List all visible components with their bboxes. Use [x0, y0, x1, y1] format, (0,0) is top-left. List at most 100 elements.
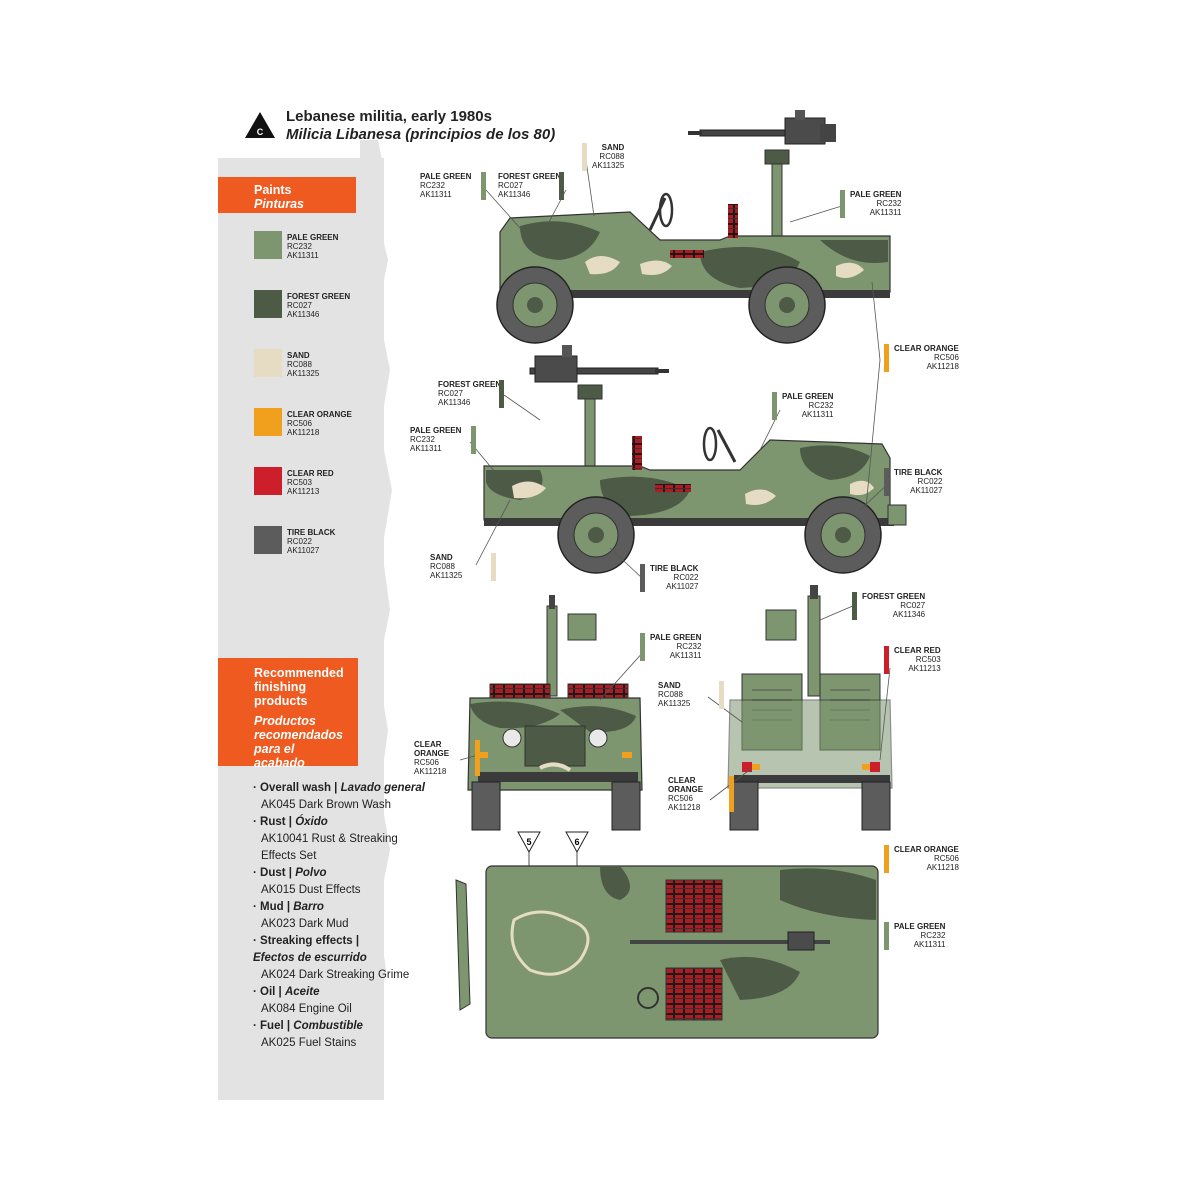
recommended-heading: Recommended finishing products Productos…: [218, 658, 358, 770]
callout-color-bar: [884, 468, 889, 496]
paints-heading-en: Paints: [254, 183, 292, 197]
callout-color-bar: [884, 845, 889, 873]
svg-text:5: 5: [526, 837, 531, 847]
callout-color-bar: [640, 633, 645, 661]
rec-heading-line: Recommended: [254, 666, 344, 680]
rec-item-title: · Oil | Aceite: [253, 986, 320, 998]
paints-heading-es: Pinturas: [254, 197, 305, 211]
scheme-marker-icon: C: [245, 112, 275, 138]
rec-heading-es-line: Productos: [254, 714, 316, 728]
rec-item-title: · Rust | Óxido: [253, 816, 328, 828]
callout-color-bar: [884, 344, 889, 372]
swatch-color: [254, 349, 282, 377]
callout-color-bar: [499, 380, 504, 408]
callout-color-bar: [772, 392, 777, 420]
rec-item-title: · Streaking effects |Efectos de escurrid…: [253, 935, 367, 964]
rec-item-product: AK10041 Rust & Streaking: [261, 833, 398, 845]
swatch-color: [254, 408, 282, 436]
swatch-color: [254, 526, 282, 554]
rec-heading-es-line: para el acabado: [254, 742, 305, 770]
rear-view: [727, 585, 893, 831]
svg-text:6: 6: [574, 837, 579, 847]
swatch-color: [254, 467, 282, 495]
callout-color-bar: [471, 426, 476, 454]
callout-color-bar: [559, 172, 564, 200]
rec-item-title: · Mud | Barro: [253, 901, 324, 913]
top-view: [455, 865, 879, 1039]
page-title: Lebanese militia, early 1980s: [286, 108, 492, 125]
rec-heading-line: finishing: [254, 680, 307, 694]
callout-color-bar: [582, 143, 587, 171]
rec-item-product: AK024 Dark Streaking Grime: [261, 969, 410, 981]
side-view-right: [496, 110, 891, 344]
rec-item-title: · Overall wash | Lavado general: [253, 782, 425, 794]
callout-color-bar: [884, 646, 889, 674]
rec-item-product: AK045 Dark Brown Wash: [261, 799, 391, 811]
callout-color-bar: [640, 564, 645, 592]
heavy-machine-gun: [688, 110, 836, 145]
callout-color-bar: [884, 922, 889, 950]
callout-color-bar: [475, 740, 480, 776]
rec-item-title: · Fuel | Combustible: [253, 1020, 363, 1032]
rec-item-product: Effects Set: [261, 850, 317, 862]
callout-color-bar: [840, 190, 845, 218]
front-view: [467, 595, 643, 831]
callout-color-bar: [719, 681, 724, 709]
swatch-color: [254, 231, 282, 259]
rec-heading-es-line: recomendados: [254, 728, 343, 742]
marker-6: 6: [565, 831, 589, 866]
rec-item-title: · Dust | Polvo: [253, 867, 327, 879]
callout-color-bar: [852, 592, 857, 620]
page-subtitle: Milicia Libanesa (principios de los 80): [286, 126, 556, 143]
svg-text:C: C: [257, 127, 264, 137]
heavy-machine-gun: [529, 345, 669, 383]
rec-heading-line: products: [254, 694, 308, 708]
swatch-color: [254, 290, 282, 318]
rec-item-product: AK023 Dark Mud: [261, 918, 349, 930]
callout-color-bar: [729, 776, 734, 812]
panel-torn-edge: [360, 140, 392, 1100]
side-view-left: [483, 345, 907, 574]
paints-heading: Paints Pinturas: [218, 177, 356, 213]
callout-color-bar: [491, 553, 496, 581]
left-info-panel: [218, 158, 384, 1100]
rec-item-product: AK015 Dust Effects: [261, 884, 361, 896]
marker-5: 5: [517, 831, 541, 866]
callout-color-bar: [481, 172, 486, 200]
rec-item-product: AK084 Engine Oil: [261, 1003, 352, 1015]
rec-item-product: AK025 Fuel Stains: [261, 1037, 357, 1049]
